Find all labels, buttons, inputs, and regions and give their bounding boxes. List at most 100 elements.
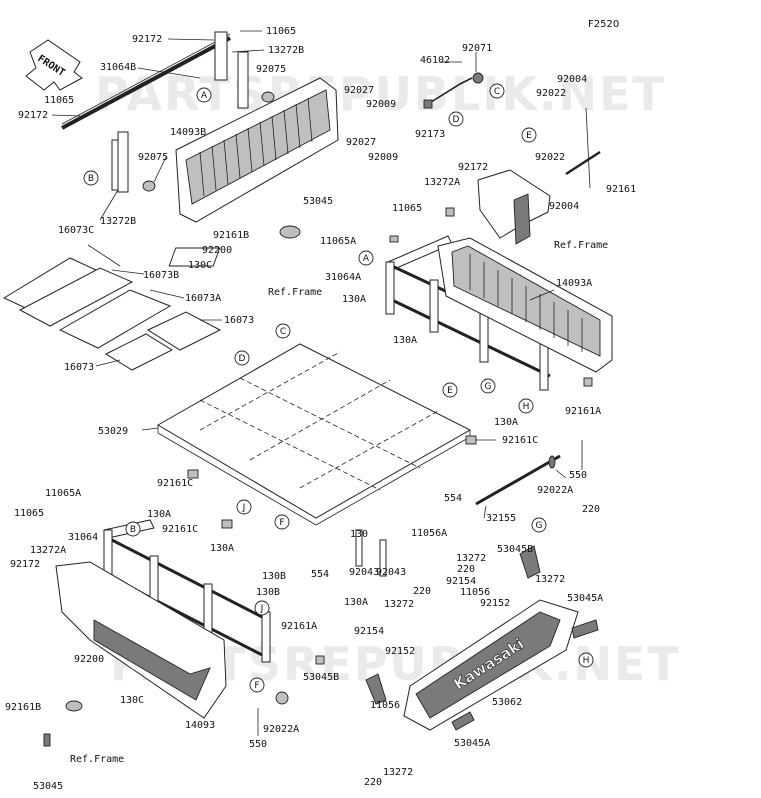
part-label-130: 130 (350, 529, 368, 540)
callout-letter: F (254, 681, 259, 691)
part-label-92161a: 92161A (281, 621, 317, 632)
part-label-11056: 11056 (460, 587, 490, 598)
part-label-92022: 92022 (535, 152, 565, 163)
hardware (257, 207, 593, 736)
callout-letter: J (242, 503, 246, 513)
callout-letter: C (280, 327, 286, 337)
part-label-130c: 130C (188, 260, 212, 271)
side-panel-14093 (55, 561, 227, 719)
callout-c: C (489, 83, 505, 99)
callout-letter: H (583, 656, 590, 666)
part-label-130a: 130A (210, 543, 234, 554)
part-label-53029: 53029 (98, 426, 128, 437)
callout-letter: A (363, 254, 370, 264)
callout-d: D (448, 111, 464, 127)
callout-j: J (236, 499, 252, 515)
part-label-92004: 92004 (557, 74, 587, 85)
callout-e: E (442, 382, 458, 398)
part-label-53045b: 53045B (497, 544, 533, 555)
part-label-31064: 31064 (68, 532, 98, 543)
callout-g: G (480, 378, 496, 394)
frame-bracket-top-right (477, 107, 601, 245)
part-label-92022a: 92022A (263, 724, 299, 735)
part-label-92161c: 92161C (502, 435, 538, 446)
part-label-554: 554 (311, 569, 329, 580)
part-label-13272: 13272 (535, 574, 565, 585)
pins-92043 (355, 529, 387, 577)
callout-letter: J (260, 604, 264, 614)
part-label-220: 220 (582, 504, 600, 515)
part-label-13272: 13272 (383, 767, 413, 778)
part-label-92161c: 92161C (157, 478, 193, 489)
part-label-92043: 92043 (376, 567, 406, 578)
part-label-53045b: 53045B (303, 672, 339, 683)
callout-b: B (83, 170, 99, 186)
part-label-92161a: 92161A (565, 406, 601, 417)
part-label-11065: 11065 (266, 26, 296, 37)
part-label-92075: 92075 (256, 64, 286, 75)
part-label-16073c: 16073C (58, 225, 94, 236)
part-label-16073: 16073 (64, 362, 94, 373)
tailboard-14093b (175, 77, 339, 223)
part-label-92172: 92172 (18, 110, 48, 121)
part-label-13272: 13272 (456, 553, 486, 564)
bracket-53045-bottom (43, 700, 83, 747)
part-label-31064b: 31064B (100, 62, 136, 73)
part-label-550: 550 (569, 470, 587, 481)
rear-rail-assembly (61, 31, 275, 193)
part-label-92075: 92075 (138, 152, 168, 163)
part-label-92027: 92027 (346, 137, 376, 148)
part-label-11065: 11065 (14, 508, 44, 519)
part-label-13272b: 13272B (268, 45, 304, 56)
part-label-13272a: 13272A (424, 177, 460, 188)
part-label-130a: 130A (393, 335, 417, 346)
side-panel-14093a (437, 237, 613, 373)
floor-mats (2, 257, 222, 371)
callout-c: C (275, 323, 291, 339)
callout-letter: D (239, 354, 246, 364)
cable-46102 (423, 72, 484, 109)
part-label-92152: 92152 (385, 646, 415, 657)
part-label-92071: 92071 (462, 43, 492, 54)
callout-f: F (249, 677, 265, 693)
part-label-92154: 92154 (446, 576, 476, 587)
part-label-220: 220 (457, 564, 475, 575)
part-label-92172: 92172 (458, 162, 488, 173)
part-label-14093: 14093 (185, 720, 215, 731)
leader-lines (51, 30, 567, 519)
callout-h: H (518, 398, 534, 414)
callout-g: G (531, 517, 547, 533)
part-label-53045a: 53045A (454, 738, 490, 749)
part-label-92004: 92004 (549, 201, 579, 212)
part-label-92200: 92200 (74, 654, 104, 665)
bed-deck-53029 (157, 343, 477, 529)
callout-letter: D (453, 115, 460, 125)
part-label-92027: 92027 (344, 85, 374, 96)
part-label-220: 220 (413, 586, 431, 597)
part-label-ref-frame: Ref.Frame (268, 287, 322, 298)
part-label-130c: 130C (120, 695, 144, 706)
part-label-92161c: 92161C (162, 524, 198, 535)
callout-letter: B (130, 525, 136, 535)
part-label-550: 550 (249, 739, 267, 750)
part-label-ref-frame: Ref.Frame (554, 240, 608, 251)
part-label-130b: 130B (256, 587, 280, 598)
part-label-16073a: 16073A (185, 293, 221, 304)
part-label-ref-frame: Ref.Frame (70, 754, 124, 765)
diagram-code: F2520 (588, 19, 619, 30)
part-label-13272: 13272 (384, 599, 414, 610)
part-label-16073b: 16073B (143, 270, 179, 281)
callout-letter: F (279, 518, 284, 528)
callout-letter: B (88, 174, 94, 184)
part-label-92200: 92200 (202, 245, 232, 256)
part-label-92154: 92154 (354, 626, 384, 637)
part-label-31064a: 31064A (325, 272, 361, 283)
part-label-46102: 46102 (420, 55, 450, 66)
front-arrow-icon: FRONT (25, 39, 83, 91)
part-label-130a: 130A (344, 597, 368, 608)
callout-letter: H (523, 402, 530, 412)
part-label-11056a: 11056A (411, 528, 447, 539)
